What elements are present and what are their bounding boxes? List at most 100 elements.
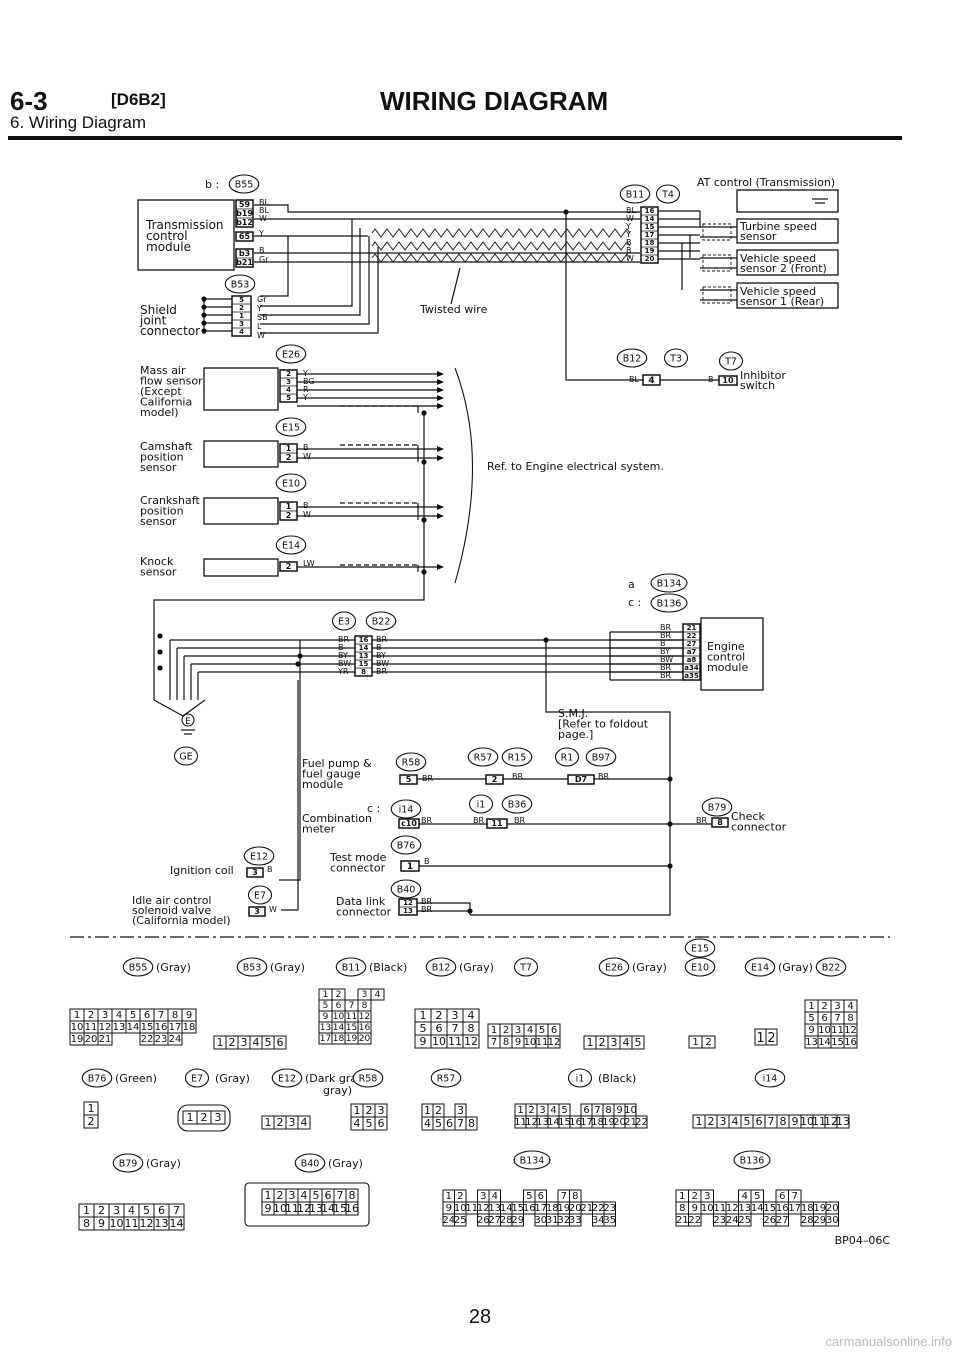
connector-oval <box>236 957 268 977</box>
connector-oval <box>684 957 716 977</box>
connector-id: B55 <box>129 963 148 974</box>
wire-color: B <box>303 443 309 452</box>
pin-number: 23 <box>603 1203 616 1214</box>
knock-label: sensor <box>140 566 177 579</box>
wire-tcm-bl <box>254 204 640 213</box>
pin-number: 16 <box>345 1202 359 1215</box>
pin-number: 6 <box>779 1191 785 1202</box>
pin-number: 2 <box>457 1191 463 1202</box>
wire-color: W <box>626 254 634 263</box>
pin-number: 7 <box>158 1010 164 1021</box>
pin-cell <box>836 1114 850 1129</box>
pin-number: 3 <box>286 378 291 386</box>
connector-id: R58 <box>359 1074 378 1085</box>
pin-number: 33 <box>569 1215 582 1226</box>
connector-oval <box>112 1153 144 1173</box>
pin-number: 7 <box>173 1204 180 1217</box>
pin-number: 4 <box>742 1191 748 1202</box>
connector-oval <box>744 957 776 977</box>
connector-id: B136 <box>657 599 682 610</box>
datalink-label: connector <box>336 906 392 919</box>
pin-number: 6 <box>158 1204 165 1217</box>
legend-B22: B22 <box>815 957 847 977</box>
pin-number: 5 <box>539 1025 545 1036</box>
shield-sleeve <box>702 223 732 241</box>
connector-oval <box>390 835 422 855</box>
connector-id: E15 <box>691 944 709 955</box>
vss2-label: Vehicle speed <box>740 252 816 265</box>
connector-GE: GE <box>173 746 199 766</box>
pin-cell <box>345 1201 359 1216</box>
maf-box <box>203 367 279 411</box>
pin-number: 16 <box>844 1037 857 1048</box>
pin-number: 4 <box>468 1009 475 1022</box>
connector-id: B22 <box>822 963 841 974</box>
pin-cell <box>370 988 385 1001</box>
pin-number: 8 <box>468 1117 475 1130</box>
pin-number: 19 <box>602 1117 615 1128</box>
arrow-maf <box>437 379 444 385</box>
pin-number: 7 <box>349 1001 355 1011</box>
pin-number: 6 <box>538 1191 544 1202</box>
wire-shield-l <box>260 236 370 325</box>
vss2-box <box>736 249 839 276</box>
wire-color: SB <box>257 313 268 322</box>
pin-number: 7 <box>491 1037 497 1048</box>
pin-number: 4 <box>239 328 244 336</box>
connector-E26: E26 <box>275 344 307 364</box>
connector-id: B55 <box>235 180 254 191</box>
wire-inhibitor <box>565 212 643 381</box>
connector-R58: R58 <box>395 752 427 772</box>
pin-number: 9 <box>692 1203 698 1214</box>
pin-cell <box>83 1114 99 1129</box>
connector-id: GE <box>179 752 192 763</box>
pin-cell <box>765 1028 778 1046</box>
pin-number: 12 <box>844 1025 857 1036</box>
face-B40-housing <box>244 1182 370 1227</box>
twisted-pair-3 <box>371 253 631 263</box>
pin-number: 1 <box>692 1037 698 1048</box>
pin-number: 5 <box>366 1117 373 1130</box>
pin-number: 2 <box>286 511 292 520</box>
pin-number: 7 <box>561 1191 567 1202</box>
junction-drain <box>421 459 427 465</box>
ground-eyelet <box>181 713 195 727</box>
connector-oval <box>663 348 689 368</box>
connector-oval <box>733 1150 771 1170</box>
pin-number: 5 <box>406 775 412 784</box>
pin-number: 3 <box>452 1009 459 1022</box>
pin-cell <box>738 1213 752 1227</box>
legend-E14: E14 <box>744 957 776 977</box>
wire-color: Y <box>256 304 262 313</box>
pin-number: 8 <box>780 1115 787 1128</box>
pin-number: 4 <box>286 386 291 394</box>
connector-id: E7 <box>191 1074 203 1085</box>
pin-number: 12 <box>525 1117 538 1128</box>
wire-iac <box>281 680 299 911</box>
pin-number: 4 <box>527 1025 533 1036</box>
pin-number: 3 <box>113 1204 120 1217</box>
connector-prefix: b : <box>205 178 219 191</box>
wire-color: BR <box>421 816 432 825</box>
arrow-crank <box>437 513 444 519</box>
pin-number: 22 <box>592 1203 605 1214</box>
check-label: connector <box>731 821 787 834</box>
junction-fuelpump <box>667 776 673 782</box>
pin-number: 8 <box>847 1013 853 1024</box>
face-B76: 12 <box>83 1101 99 1129</box>
connector-id: B76 <box>397 841 416 852</box>
pin-number: 3 <box>289 1189 296 1202</box>
wire-color: BR <box>514 816 525 825</box>
pin-number: 2 <box>435 1104 442 1117</box>
pin-number: 12 <box>548 1037 561 1048</box>
pin-number: 3 <box>720 1115 727 1128</box>
iac-label: Idle air control <box>132 894 212 907</box>
junction-testmode <box>667 863 673 869</box>
legend-B76: B76 <box>81 1068 113 1088</box>
pin-number: 15 <box>359 660 369 668</box>
pin-number: D7 <box>575 775 587 784</box>
section-number: 6-3 <box>10 86 48 116</box>
